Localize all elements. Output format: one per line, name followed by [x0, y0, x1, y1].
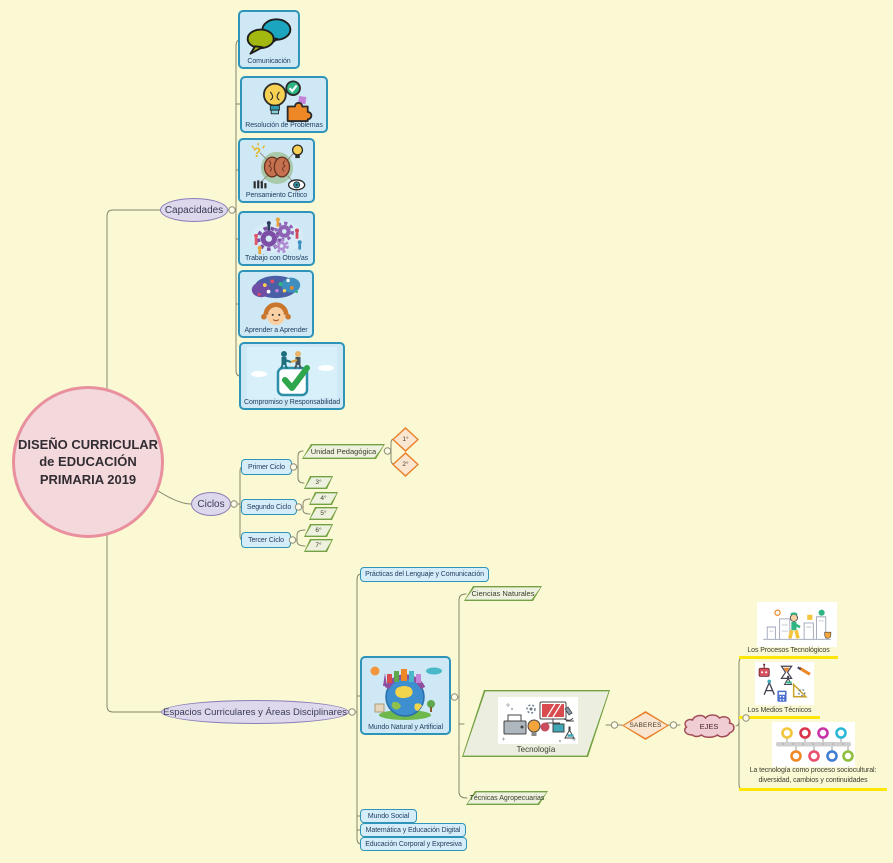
- shape-fill: [310, 508, 336, 518]
- node-label: EJES: [699, 722, 719, 731]
- node-label: Trabajo con Otros/as: [244, 255, 309, 262]
- shape-fill: [465, 587, 540, 599]
- processes-illustration: [757, 602, 837, 647]
- node-grado-7[interactable]: 7°: [304, 539, 333, 552]
- node-mundo-social[interactable]: Mundo Social: [360, 809, 417, 823]
- node-label: Compromiso y Responsabilidad: [243, 399, 341, 406]
- node-tercer-ciclo[interactable]: Tercer Ciclo: [241, 532, 291, 548]
- shape-fill: [467, 792, 546, 803]
- node-label: Ciencias Naturales: [471, 589, 535, 598]
- bulb-puzzle-icon: [244, 80, 324, 122]
- node-ejes[interactable]: EJES: [680, 714, 738, 739]
- node-label: Técnicas Agropecuarias: [469, 794, 545, 802]
- node-comunicacion[interactable]: Comunicación: [238, 10, 300, 69]
- mind-cloud-icon: [242, 273, 310, 327]
- node-label: Pensamiento Crítico: [245, 192, 308, 199]
- shape-fill: [305, 540, 331, 550]
- node-label: Resolución de Problemas: [245, 122, 323, 129]
- node-grado-1[interactable]: 1°: [392, 427, 419, 452]
- branch-underline: [739, 716, 820, 719]
- node-tecnicas-agropecuarias[interactable]: Técnicas Agropecuarias: [466, 791, 548, 805]
- node-label: Unidad Pedagógica: [310, 447, 377, 456]
- node-label: 7°: [315, 542, 322, 549]
- branch-underline: [739, 656, 838, 659]
- node-label: Aprender a Aprender: [244, 327, 308, 334]
- node-medios-tecnicos[interactable]: Los Medios Técnicos: [747, 707, 812, 714]
- node-label: SABERES: [629, 722, 662, 729]
- node-procesos-tecnologicos[interactable]: Los Procesos Tecnológicos: [747, 647, 830, 654]
- node-primer-ciclo[interactable]: Primer Ciclo: [241, 459, 292, 475]
- node-mundo-natural-artificial[interactable]: Mundo Natural y Artificial: [360, 656, 451, 735]
- speech-bubbles-icon: [242, 15, 296, 58]
- node-grado-4[interactable]: 4°: [309, 492, 338, 505]
- node-grado-5[interactable]: 5°: [309, 507, 338, 520]
- node-label: 4°: [320, 495, 327, 502]
- svg-text:?: ?: [252, 145, 260, 160]
- node-label: 1°: [402, 436, 409, 443]
- shape-fill: [305, 525, 331, 535]
- branch-espacios[interactable]: Espacios Curriculares y Áreas Disciplina…: [161, 700, 349, 724]
- node-segundo-ciclo[interactable]: Segundo Ciclo: [241, 499, 297, 515]
- node-grado-2[interactable]: 2°: [392, 452, 419, 477]
- shape-fill: [305, 477, 331, 487]
- node-educacion-corporal[interactable]: Educación Corporal y Expresiva: [360, 837, 467, 851]
- shape-fill: [394, 454, 417, 475]
- root-topic[interactable]: DISEÑO CURRICULAR de EDUCACIÓN PRIMARIA …: [12, 386, 164, 538]
- node-label: 3°: [315, 479, 322, 486]
- brain-eye-icon: ?: [242, 142, 311, 192]
- tools-illustration: [755, 662, 814, 705]
- node-tecnologia-sociocultural[interactable]: La tecnología como proceso sociocultural…: [749, 767, 877, 785]
- node-label: 5°: [320, 510, 327, 517]
- node-pensamiento-critico[interactable]: ? Pensamiento Crítico: [238, 138, 315, 203]
- node-practicas-lenguaje[interactable]: Prácticas del Lenguaje y Comunicación: [360, 567, 489, 582]
- shape-fill: [303, 445, 383, 457]
- node-label: Mundo Natural y Artificial: [368, 724, 443, 731]
- node-grado-3[interactable]: 3°: [304, 476, 333, 489]
- branch-underline: [739, 788, 887, 791]
- node-label: 2°: [402, 461, 409, 468]
- node-unidad-pedagogica[interactable]: Unidad Pedagógica: [302, 444, 385, 459]
- node-label: Tecnología: [516, 745, 556, 754]
- timeline-illustration: [772, 722, 855, 767]
- node-label: 6°: [315, 527, 322, 534]
- node-compromiso-responsabilidad[interactable]: Compromiso y Responsabilidad: [239, 342, 345, 410]
- node-saberes[interactable]: SABERES: [622, 711, 669, 740]
- cloud-shape: [684, 714, 735, 738]
- world-landmarks-icon: [364, 661, 447, 724]
- node-tecnologia[interactable]: Tecnología: [462, 690, 610, 757]
- gears-people-icon: [242, 215, 311, 255]
- node-ciencias-naturales[interactable]: Ciencias Naturales: [464, 586, 542, 601]
- branch-ciclos[interactable]: Ciclos: [191, 492, 231, 516]
- node-grado-6[interactable]: 6°: [304, 524, 333, 537]
- node-matematica-digital[interactable]: Matemática y Educación Digital: [360, 823, 466, 837]
- technology-doodles-icon: [498, 697, 578, 744]
- handshake-checkbox-icon: [243, 347, 341, 399]
- shape-fill: [310, 493, 336, 503]
- node-label: Comunicación: [247, 58, 291, 65]
- node-aprender-aprender[interactable]: Aprender a Aprender: [238, 270, 314, 338]
- node-resolucion-problemas[interactable]: Resolución de Problemas: [240, 76, 328, 133]
- branch-capacidades[interactable]: Capacidades: [160, 198, 228, 222]
- node-trabajo-otros[interactable]: Trabajo con Otros/as: [238, 211, 315, 266]
- shape-fill: [394, 429, 417, 450]
